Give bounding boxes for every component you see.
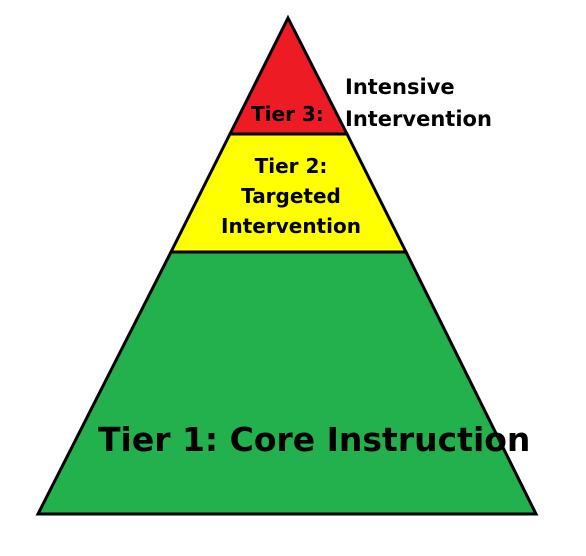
tier-2-label-line-2: Targeted (241, 184, 341, 208)
tier-2-label-line-1: Tier 2: (254, 154, 328, 178)
tier-3-callout: Intensive Intervention (345, 71, 492, 135)
tier-1-label: Tier 1: Core Instruction (98, 420, 531, 459)
tier-2-label: Tier 2: Targeted Intervention (215, 151, 367, 241)
tier-3-callout-line-2: Intervention (345, 107, 492, 131)
tier-3-callout-line-1: Intensive (345, 75, 455, 99)
tier-1-segment (35, 250, 539, 516)
tier-3-label: Tier 3: (251, 102, 324, 126)
tier-2-label-line-3: Intervention (221, 214, 361, 238)
